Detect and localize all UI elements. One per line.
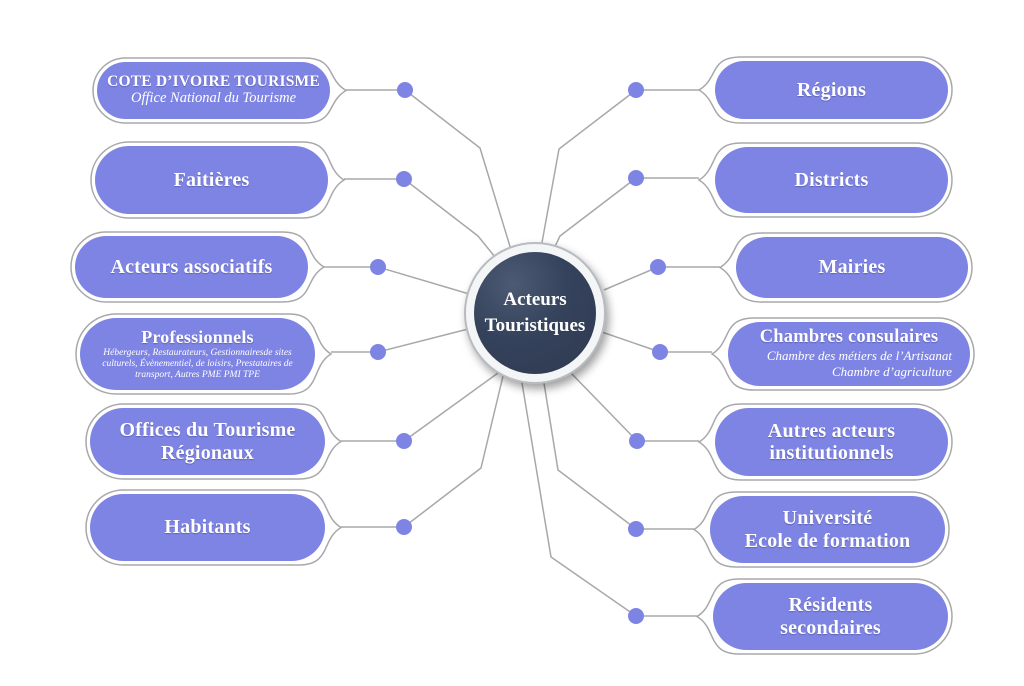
connector-line [542, 376, 637, 530]
node-title-line: Régionaux [161, 441, 254, 464]
node-title: Mairies [818, 256, 886, 279]
node-bracket [90, 141, 346, 219]
node-title: Régions [796, 78, 867, 101]
node-bracket [697, 56, 953, 124]
node-title-line: Offices du Tourisme [119, 419, 296, 442]
node-habitants: Habitants [90, 494, 325, 561]
node-offices-du-tourisme-regionaux: Offices du Tourisme Régionaux [90, 408, 325, 475]
node-title-line: secondaires [780, 616, 881, 639]
center-node-ring: Acteurs Touristiques [464, 242, 606, 384]
node-title: Acteurs associatifs [110, 255, 273, 278]
node-subtitle: Hébergeurs, Restaurateurs, Gestionnaires… [102, 347, 293, 381]
connector-dot [396, 171, 412, 187]
node-title: COTE D’IVOIRE TOURISME [107, 73, 320, 91]
node-subtitle: Office National du Tourisme [130, 90, 296, 107]
node-regions: Régions [715, 61, 948, 119]
node-title-line: Autres acteurs [767, 419, 896, 442]
node-subtitle: Chambre des métiers de l’Artisanat Chamb… [728, 348, 970, 381]
center-node-label: Acteurs [503, 289, 567, 311]
node-bracket [697, 142, 953, 218]
connector-dot [628, 521, 644, 537]
connector-dot [628, 608, 644, 624]
node-autres-acteurs-institutionnels: Autres acteurs institutionnels [715, 408, 948, 476]
connector-line [549, 177, 637, 258]
connector-line [404, 89, 513, 254]
connector-line [403, 178, 496, 258]
connector-dot [629, 433, 645, 449]
connector-dot [396, 433, 412, 449]
node-bracket [70, 231, 326, 303]
node-title: Habitants [164, 516, 251, 539]
node-title-line: institutionnels [769, 442, 894, 464]
connector-line [540, 89, 637, 249]
node-title: Faitières [173, 168, 250, 191]
node-bracket [697, 403, 953, 481]
node-title: Université Ecole de formation [745, 507, 911, 552]
center-node: Acteurs Touristiques [474, 252, 596, 374]
node-title-line: Université [782, 507, 873, 530]
node-chambres-consulaires: Chambres consulaires Chambre des métiers… [728, 322, 970, 386]
node-residents-secondaires: Résidents secondaires [713, 583, 948, 650]
node-subtitle-line: Chambre d’agriculture [832, 364, 952, 380]
connector-dot [370, 344, 386, 360]
node-bracket [710, 317, 975, 391]
node-title: Offices du Tourisme Régionaux [119, 419, 295, 464]
node-professionnels: Professionnels Hébergeurs, Restaurateurs… [80, 318, 315, 390]
connector-dot [652, 344, 668, 360]
connector-dot [397, 82, 413, 98]
node-acteurs-associatifs: Acteurs associatifs [75, 236, 308, 298]
node-districts: Districts [715, 147, 948, 213]
connector-line [603, 266, 659, 291]
node-title: Chambres consulaires [759, 327, 939, 348]
node-cote-divoire-tourisme: COTE D’IVOIRE TOURISME Office National d… [97, 62, 330, 119]
node-bracket [75, 313, 333, 395]
connector-dot [628, 82, 644, 98]
node-bracket [695, 578, 953, 655]
connector-line [569, 371, 638, 442]
connector-dot [650, 259, 666, 275]
connector-dot [628, 170, 644, 186]
connector-line [377, 266, 477, 297]
connector-line [403, 372, 499, 442]
connector-dot [396, 519, 412, 535]
node-bracket [692, 491, 950, 568]
connector-line [595, 329, 661, 353]
node-bracket [92, 57, 348, 124]
node-title-line: Ecole de formation [744, 529, 911, 552]
node-mairies: Mairies [736, 237, 968, 298]
center-node-label: Touristiques [484, 315, 586, 336]
node-title: Résidents secondaires [780, 594, 881, 639]
connector-line [403, 375, 504, 528]
node-bracket [85, 403, 343, 480]
node-bracket [85, 489, 343, 566]
node-title: Professionnels [141, 326, 254, 347]
node-faitieres: Faitières [95, 146, 328, 214]
connector-dot [370, 259, 386, 275]
node-subtitle-line: Chambre des métiers de l’Artisanat [766, 348, 952, 364]
node-title: Autres acteurs institutionnels [768, 420, 895, 465]
node-title-line: Résidents [788, 594, 873, 617]
connector-line [520, 376, 637, 617]
node-universite-ecole-de-formation: Université Ecole de formation [710, 496, 945, 563]
node-title: Districts [794, 168, 869, 191]
node-bracket [718, 232, 973, 303]
connector-line [377, 326, 477, 353]
